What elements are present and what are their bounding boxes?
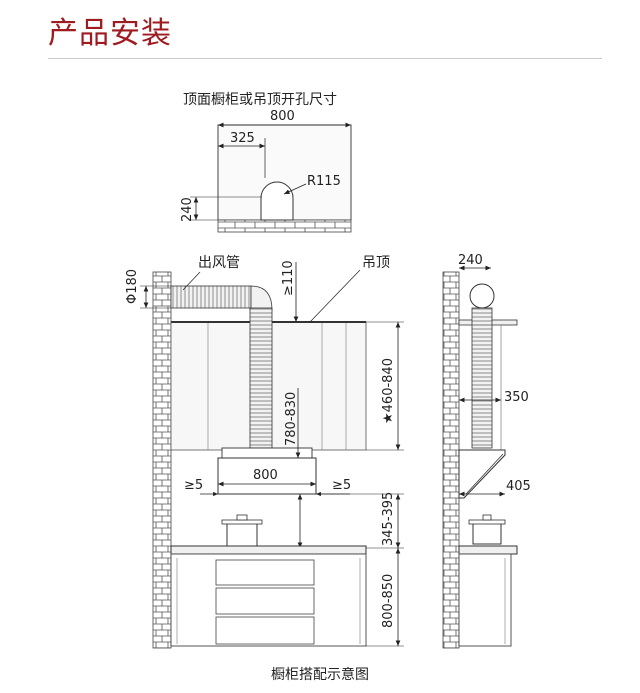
top-height-dim: 240	[180, 197, 195, 222]
side-countertop	[458, 545, 518, 555]
side-hood	[458, 449, 506, 499]
top-view-title: 顶面橱柜或吊顶开孔尺寸	[183, 92, 337, 108]
front-view: 出风管 吊顶 Φ180 ≥110 ★460-840 780-830 800 ≥5…	[125, 255, 404, 649]
top-width-dim: 800	[270, 109, 295, 124]
duct-bend	[249, 285, 273, 311]
front-wall	[152, 271, 172, 649]
side-pot	[472, 521, 502, 545]
duct-opening	[260, 181, 294, 221]
side-hood-depth-dim: 405	[506, 479, 531, 494]
page-title: 产品安装	[48, 16, 172, 51]
side-gap-left-dim: ≥5	[184, 478, 203, 493]
ceiling-label: 吊顶	[362, 255, 390, 271]
hood-height-dim: 780-830	[284, 392, 299, 446]
radius-dim: R115	[307, 174, 341, 189]
hood-to-stove-dim: 345-395	[381, 492, 396, 546]
top-offset-dim: 325	[230, 131, 255, 146]
counter-height-dim: 800-850	[381, 574, 396, 628]
duct-diameter-dim: Φ180	[125, 269, 140, 304]
min-gap-dim: ≥110	[281, 260, 296, 296]
hood-width-dim: 800	[253, 468, 278, 483]
top-view: 顶面橱柜或吊顶开孔尺寸 800 325 R115 240	[180, 92, 352, 233]
countertop	[170, 545, 367, 555]
range-hood	[217, 457, 317, 495]
side-lower-cabinet	[458, 553, 512, 647]
side-gap-right-dim: ≥5	[332, 478, 351, 493]
cabinet-height-dim: ★460-840	[381, 358, 396, 424]
side-top-dim: 240	[458, 253, 483, 268]
lower-cabinets	[170, 553, 367, 647]
header-divider	[48, 58, 602, 59]
diagram-caption: 橱柜搭配示意图	[271, 667, 369, 683]
duct-horizontal	[170, 285, 252, 309]
top-view-wall	[217, 219, 352, 233]
side-duct-vertical	[471, 307, 493, 449]
duct-label: 出风管	[198, 255, 240, 271]
side-wall	[442, 271, 460, 649]
duct-vertical	[249, 307, 273, 449]
side-depth-dim: 350	[504, 390, 529, 405]
pot	[226, 521, 258, 547]
side-duct-section	[469, 283, 495, 309]
side-view: 240 350 405	[442, 253, 531, 649]
